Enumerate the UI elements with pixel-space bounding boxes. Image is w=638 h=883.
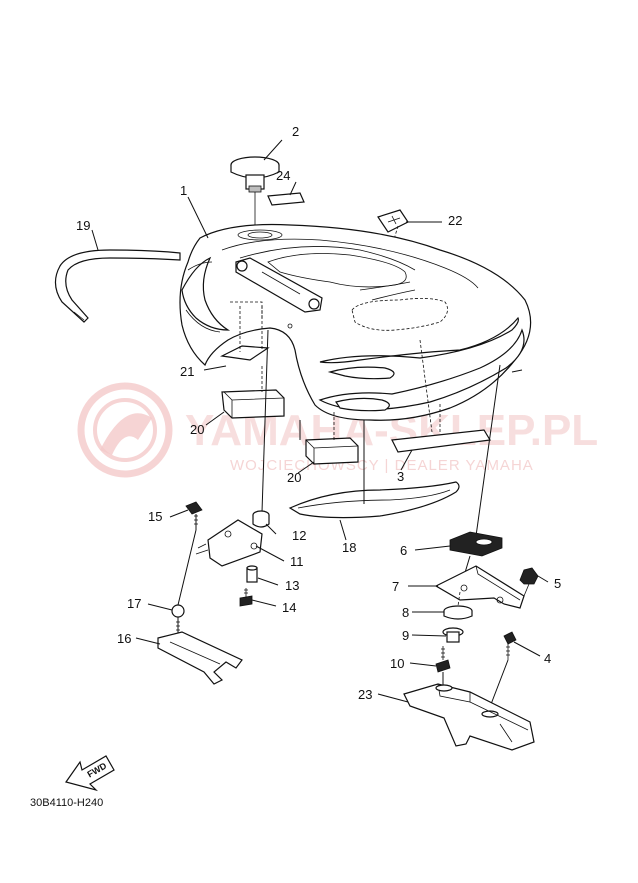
part-9-collar	[442, 627, 464, 643]
part-3-plate	[391, 404, 491, 453]
part-4-stud-bolt	[487, 631, 517, 713]
part-17-bolt	[171, 529, 197, 636]
label-part-23: 23	[358, 687, 372, 702]
forward-arrow-icon: FWD	[65, 755, 115, 792]
label-part-5: 5	[554, 576, 561, 591]
part-number-labels: 2 24 1 19 22 21 20 20 3 18 15 12 11 13 1…	[76, 124, 561, 702]
part-20-damper-left	[221, 366, 285, 419]
part-19-rubber-strip	[54, 249, 181, 323]
label-part-19: 19	[76, 218, 90, 233]
label-part-4: 4	[544, 651, 551, 666]
part-6-damper	[449, 531, 503, 577]
part-13-collar	[246, 565, 258, 583]
label-part-8: 8	[402, 605, 409, 620]
part-23-lower-mount	[403, 683, 535, 751]
label-part-22: 22	[448, 213, 462, 228]
label-part-16: 16	[117, 631, 131, 646]
label-part-21: 21	[180, 364, 194, 379]
diagram-code: 30B4110-H240	[30, 797, 103, 809]
label-part-7: 7	[392, 579, 399, 594]
part-21-pad	[220, 306, 270, 361]
label-part-17: 17	[127, 596, 141, 611]
part-14-bolt	[239, 588, 253, 607]
part-16-lower-bracket	[157, 631, 243, 685]
label-part-6: 6	[400, 543, 407, 558]
part-24-caution-label	[267, 192, 305, 206]
label-part-20-left: 20	[190, 422, 204, 437]
label-part-18: 18	[342, 540, 356, 555]
part-2-filler-cap	[230, 156, 280, 232]
label-part-10: 10	[390, 656, 404, 671]
part-11-bracket	[195, 519, 263, 567]
part-18-trim-strip	[288, 420, 460, 519]
leader-lines	[91, 139, 549, 703]
label-part-20-right: 20	[287, 470, 301, 485]
part-5-nut	[519, 567, 539, 597]
tank-mount-bracket	[235, 257, 323, 313]
part-8-washer	[443, 591, 473, 620]
label-part-9: 9	[402, 628, 409, 643]
label-part-3: 3	[397, 469, 404, 484]
label-part-24: 24	[276, 168, 290, 183]
label-part-14: 14	[282, 600, 296, 615]
part-15-bolt	[185, 501, 203, 530]
label-part-15: 15	[148, 509, 162, 524]
watermark-logo-icon	[77, 382, 173, 478]
label-part-13: 13	[285, 578, 299, 593]
part-7-rear-bracket	[434, 565, 525, 609]
watermark-sub-text: WOJCIECHOWSCY | DEALER YAMAHA	[230, 457, 534, 474]
label-part-11: 11	[290, 554, 304, 569]
part-12-grommet	[252, 510, 270, 528]
label-part-1: 1	[180, 183, 187, 198]
part-1-fuel-tank	[179, 223, 532, 421]
label-part-12: 12	[292, 528, 306, 543]
part-10-bolt	[435, 646, 451, 690]
label-part-2: 2	[292, 124, 299, 139]
part-20-damper-right	[305, 412, 359, 465]
